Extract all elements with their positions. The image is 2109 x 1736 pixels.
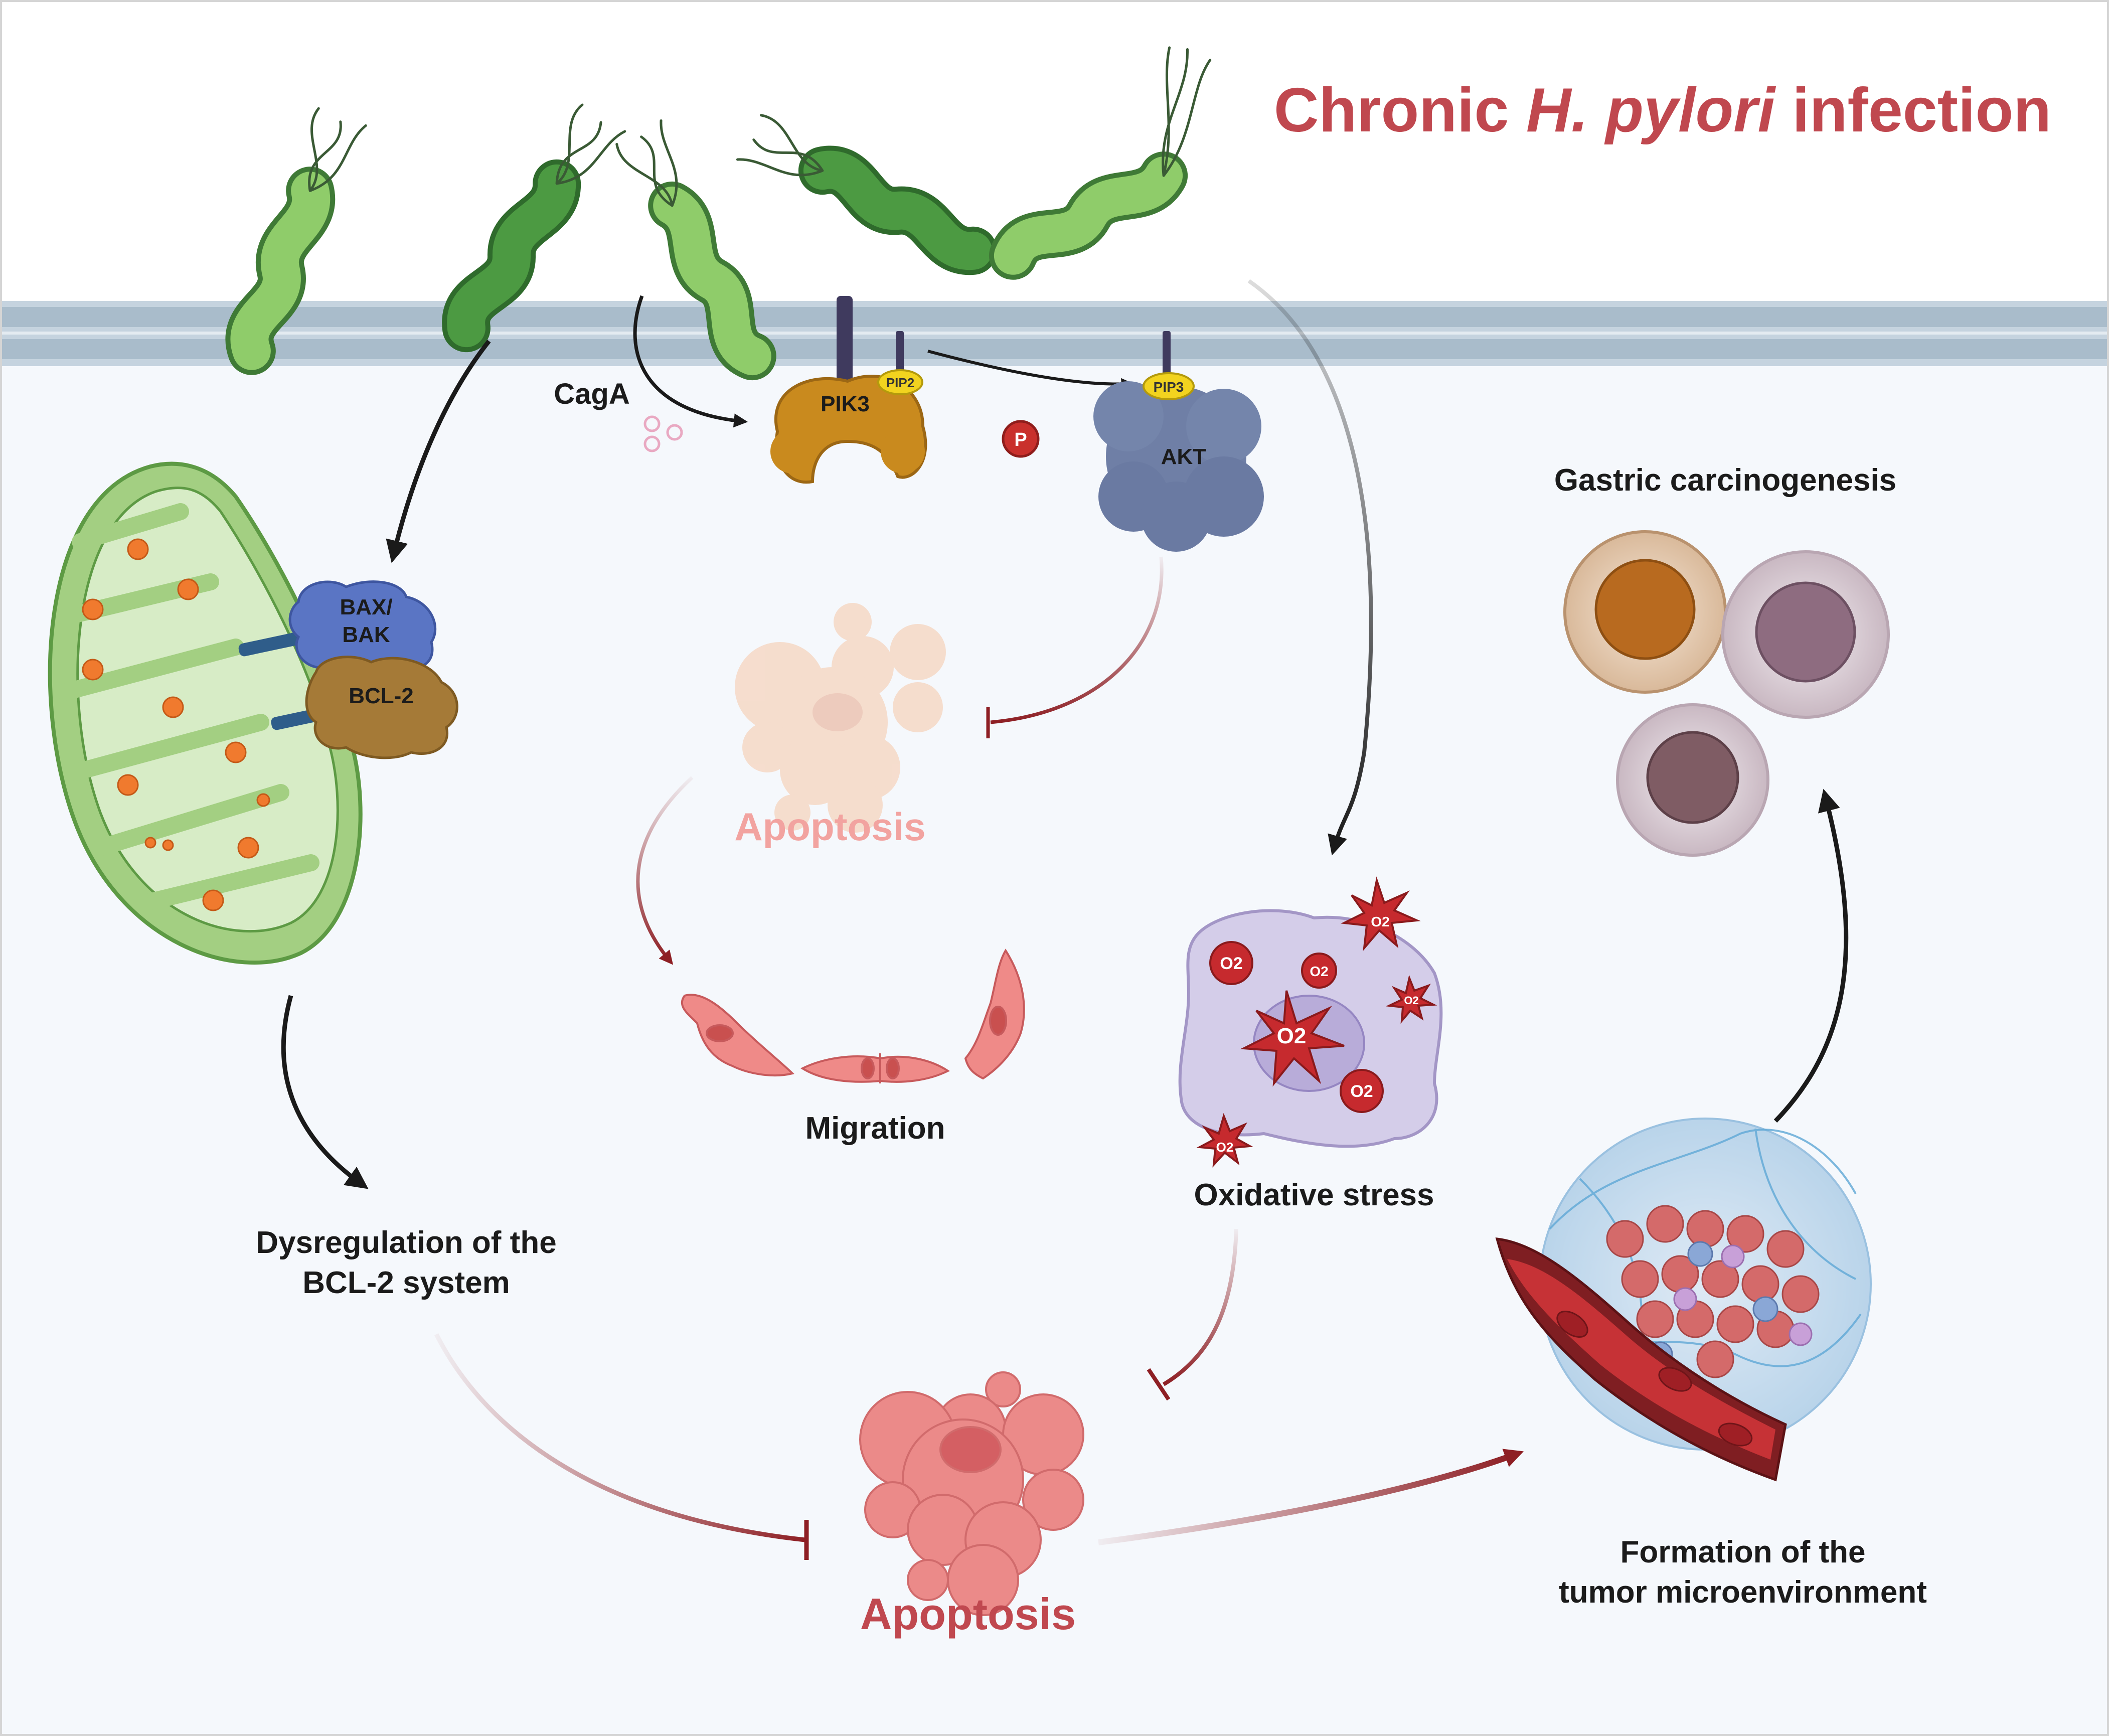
akt-label: AKT [1161, 444, 1207, 469]
dysregulation-inhibits-apoptosis [434, 1333, 805, 1542]
caga-arrow [633, 295, 748, 428]
bacterium-2 [442, 103, 626, 353]
cancer-cell-1 [1563, 530, 1727, 694]
akt-protein: AKT [1093, 381, 1264, 552]
svg-text:O2: O2 [1220, 954, 1242, 973]
svg-text:BAX/: BAX/ [340, 595, 392, 619]
bacterium-5 [989, 46, 1212, 280]
figure-title: Chronic H. pylori infection [1274, 76, 2051, 145]
bcl2-protein: BCL-2 [271, 656, 458, 759]
apoptotic-cell-bottom [859, 1371, 1084, 1616]
svg-text:PIP3: PIP3 [1154, 379, 1184, 395]
apoptotic-cell-top [735, 603, 946, 833]
akt-inhibits-apoptosis [990, 556, 1164, 724]
bacterium-4 [736, 114, 998, 275]
svg-text:O2: O2 [1371, 914, 1389, 929]
caga-label: CagA [554, 378, 629, 410]
bacterium-1 [225, 107, 367, 375]
pip2-to-pip3-arrow [927, 350, 1133, 390]
svg-text:O2: O2 [1404, 994, 1418, 1007]
dysregulation-label-line1: Dysregulation of the [256, 1225, 556, 1260]
caga-particles [643, 415, 683, 452]
h-pylori-bacteria [225, 46, 1212, 381]
apoptosis-top-label: Apoptosis [734, 805, 925, 849]
oxidative-stress-cell: O2 O2 O2 O2 O2 O2 O2 [1178, 876, 1443, 1168]
svg-text:O2: O2 [1310, 964, 1328, 979]
svg-text:P: P [1014, 429, 1027, 450]
svg-text:PIP2: PIP2 [886, 375, 914, 390]
tme-label-line2: tumor microenvironment [1559, 1575, 1927, 1610]
cancer-cell-3 [1616, 703, 1769, 857]
apoptosis-to-tme-arrow [1098, 1449, 1524, 1545]
phosphate-marker: P [1002, 420, 1040, 458]
mitochondria-to-dysregulation-arrow [281, 995, 369, 1189]
apoptosis-bottom-label: Apoptosis [860, 1589, 1076, 1639]
apoptosis-to-migration-arrow [636, 776, 694, 965]
dysregulation-label-line2: BCL-2 system [302, 1266, 510, 1300]
tumor-microenvironment [1495, 1118, 1872, 1482]
tme-to-carcinogenesis-arrow [1773, 788, 1849, 1123]
svg-text:BAK: BAK [342, 622, 390, 647]
bacterium-3 [615, 119, 776, 381]
bacteria-to-mitochondria-arrow [386, 340, 491, 563]
oxidative-stress-label: Oxidative stress [1194, 1178, 1434, 1212]
pip3-marker: PIP3 [1143, 372, 1195, 400]
gastric-carcinogenesis-label: Gastric carcinogenesis [1554, 463, 1896, 498]
pip2-marker: PIP2 [877, 369, 923, 395]
bacteria-to-oxidative-stress-arrow [1247, 279, 1373, 856]
svg-text:O2: O2 [1277, 1024, 1307, 1048]
bax-bak-protein: BAX/ BAK [238, 580, 437, 676]
oxidative-stress-inhibits-apoptosis [1162, 1228, 1238, 1386]
cell-membrane [2, 301, 2107, 366]
migration-label: Migration [805, 1111, 945, 1146]
inhibition-bar-3 [1147, 1368, 1171, 1401]
cancer-cell-2 [1721, 550, 1890, 719]
svg-text:O2: O2 [1216, 1140, 1234, 1155]
cancer-cells [1563, 530, 1890, 857]
migrating-cells [681, 949, 1025, 1083]
pik3-label: PIK3 [821, 392, 870, 416]
mitochondrion [48, 461, 363, 965]
tme-label-line1: Formation of the [1620, 1535, 1865, 1569]
svg-text:O2: O2 [1350, 1082, 1373, 1101]
pik3-protein: PIK3 [770, 375, 927, 484]
svg-text:BCL-2: BCL-2 [349, 684, 414, 708]
